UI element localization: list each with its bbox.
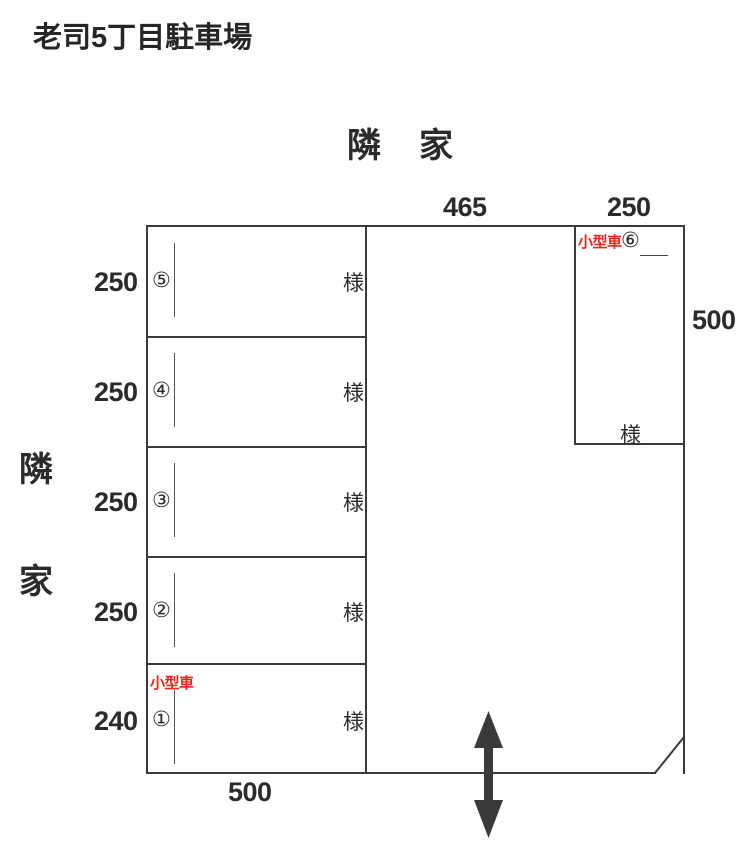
entrance-arrow-icon <box>474 711 503 838</box>
dimension-bottom-width: 500 <box>228 777 272 807</box>
dimension-slot-3-depth: 250 <box>94 487 138 517</box>
slot-number-1[interactable]: ① <box>152 708 171 731</box>
aisle-divider-line <box>365 225 367 774</box>
slot-6-left-edge <box>574 225 576 444</box>
slot-6-name-underline <box>640 255 668 256</box>
slot-tenant-3: 様 <box>343 492 364 515</box>
slot-divider-3-2 <box>146 556 366 558</box>
stall-tick-4 <box>174 353 175 427</box>
dimension-right-depth: 500 <box>692 305 736 335</box>
slot-number-5[interactable]: ⑤ <box>152 269 171 292</box>
neighbor-label-left-char2: 家 <box>19 563 53 601</box>
slot-tenant-1: 様 <box>343 711 364 734</box>
lot-outline-bottom <box>146 772 656 774</box>
slot-divider-5-4 <box>146 336 366 338</box>
dimension-slot-4-depth: 250 <box>94 377 138 407</box>
dimension-slot-1-depth: 240 <box>94 706 138 736</box>
lot-outline-right <box>683 225 685 774</box>
lot-outline-top <box>146 225 684 227</box>
neighbor-label-top: 隣家 <box>347 127 491 165</box>
slot-number-6[interactable]: ⑥ <box>621 229 640 252</box>
stall-tick-2 <box>174 573 175 647</box>
dimension-slot-2-depth: 250 <box>94 597 138 627</box>
dimension-slot-5-depth: 250 <box>94 267 138 297</box>
slot-divider-4-3 <box>146 446 366 448</box>
dimension-drive-width: 465 <box>443 192 487 222</box>
stall-tick-3 <box>174 463 175 537</box>
neighbor-label-left-char1: 隣 <box>19 451 53 489</box>
slot-tenant-5: 様 <box>343 272 364 295</box>
lot-outline-left <box>146 225 148 774</box>
slot-tenant-2: 様 <box>343 602 364 625</box>
stall-tick-5 <box>174 243 175 317</box>
page-title: 老司5丁目駐車場 <box>33 22 253 54</box>
slot-number-3[interactable]: ③ <box>152 489 171 512</box>
slot-tenant-6: 様 <box>620 424 641 447</box>
dimension-slot6-width: 250 <box>607 192 651 222</box>
compact-car-label-slot-6: 小型車 <box>578 234 622 251</box>
slot-6-bottom-edge <box>574 443 684 445</box>
slot-number-2[interactable]: ② <box>152 599 171 622</box>
corner-chamfer-line <box>654 736 685 774</box>
stall-tick-1 <box>174 690 175 764</box>
slot-divider-2-1 <box>146 663 366 665</box>
slot-number-4[interactable]: ④ <box>152 379 171 402</box>
slot-tenant-4: 様 <box>343 382 364 405</box>
compact-car-label-slot-1: 小型車 <box>150 675 194 692</box>
